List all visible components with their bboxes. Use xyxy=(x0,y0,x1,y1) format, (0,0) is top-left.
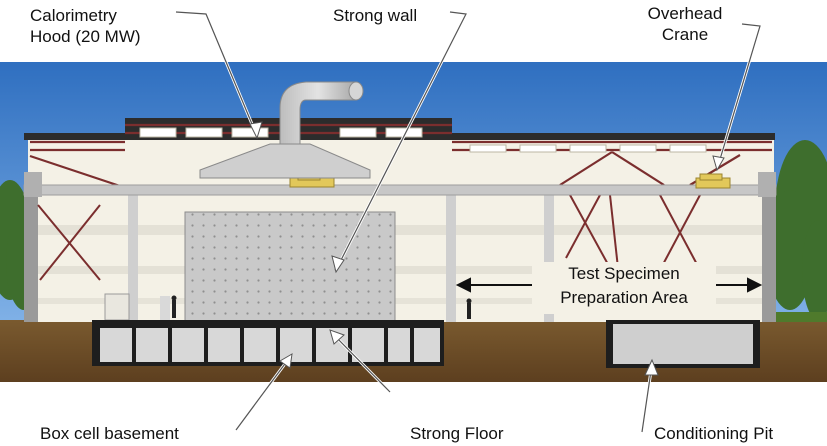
calorimetry-hood-label-line1: Calorimetry xyxy=(30,6,117,25)
strong-floor-label: Strong Floor xyxy=(410,423,504,444)
grass-strip-right xyxy=(760,312,827,322)
trees-right xyxy=(766,140,827,320)
callout-arrows-outline xyxy=(175,11,761,433)
calorimetry-hood-label-line2: Hood (20 MW) xyxy=(30,27,141,46)
conditioning-pit-label: Conditioning Pit xyxy=(654,423,773,444)
box-cell-basement-label: Box cell basement xyxy=(40,423,179,444)
interior-details xyxy=(104,293,472,321)
test-specimen-area-label-line1: Test Specimen xyxy=(568,264,680,283)
box-cell-basement-label-text: Box cell basement xyxy=(40,424,179,443)
callout-arrowheads xyxy=(249,121,725,376)
wall-bracing xyxy=(37,194,701,281)
strong-wall-label: Strong wall xyxy=(333,5,417,26)
calorimetry-hood-label: Calorimetry Hood (20 MW) xyxy=(30,5,141,47)
overhead-crane-label-line2: Crane xyxy=(661,25,709,44)
strong-wall-label-text: Strong wall xyxy=(333,6,418,25)
strong-wall xyxy=(184,211,396,323)
test-specimen-area-label: Test Specimen Preparation Area xyxy=(532,262,716,310)
conditioning-pit-label-text: Conditioning Pit xyxy=(654,424,774,443)
calorimetry-hood xyxy=(199,81,371,179)
crane-girder xyxy=(23,172,777,197)
person-figure-left xyxy=(172,300,176,318)
test-area-label-background xyxy=(532,262,716,314)
test-specimen-area-label-line2: Preparation Area xyxy=(560,288,688,307)
roof-windows xyxy=(139,127,707,153)
overhead-crane-label-line1: Overhead xyxy=(647,4,723,23)
box-cell-basement xyxy=(92,320,444,366)
overhead-crane-label: Overhead Crane xyxy=(630,3,740,45)
person-figure-right xyxy=(467,303,471,319)
conditioning-pit xyxy=(606,320,760,368)
strong-floor-label-text: Strong Floor xyxy=(410,424,504,443)
